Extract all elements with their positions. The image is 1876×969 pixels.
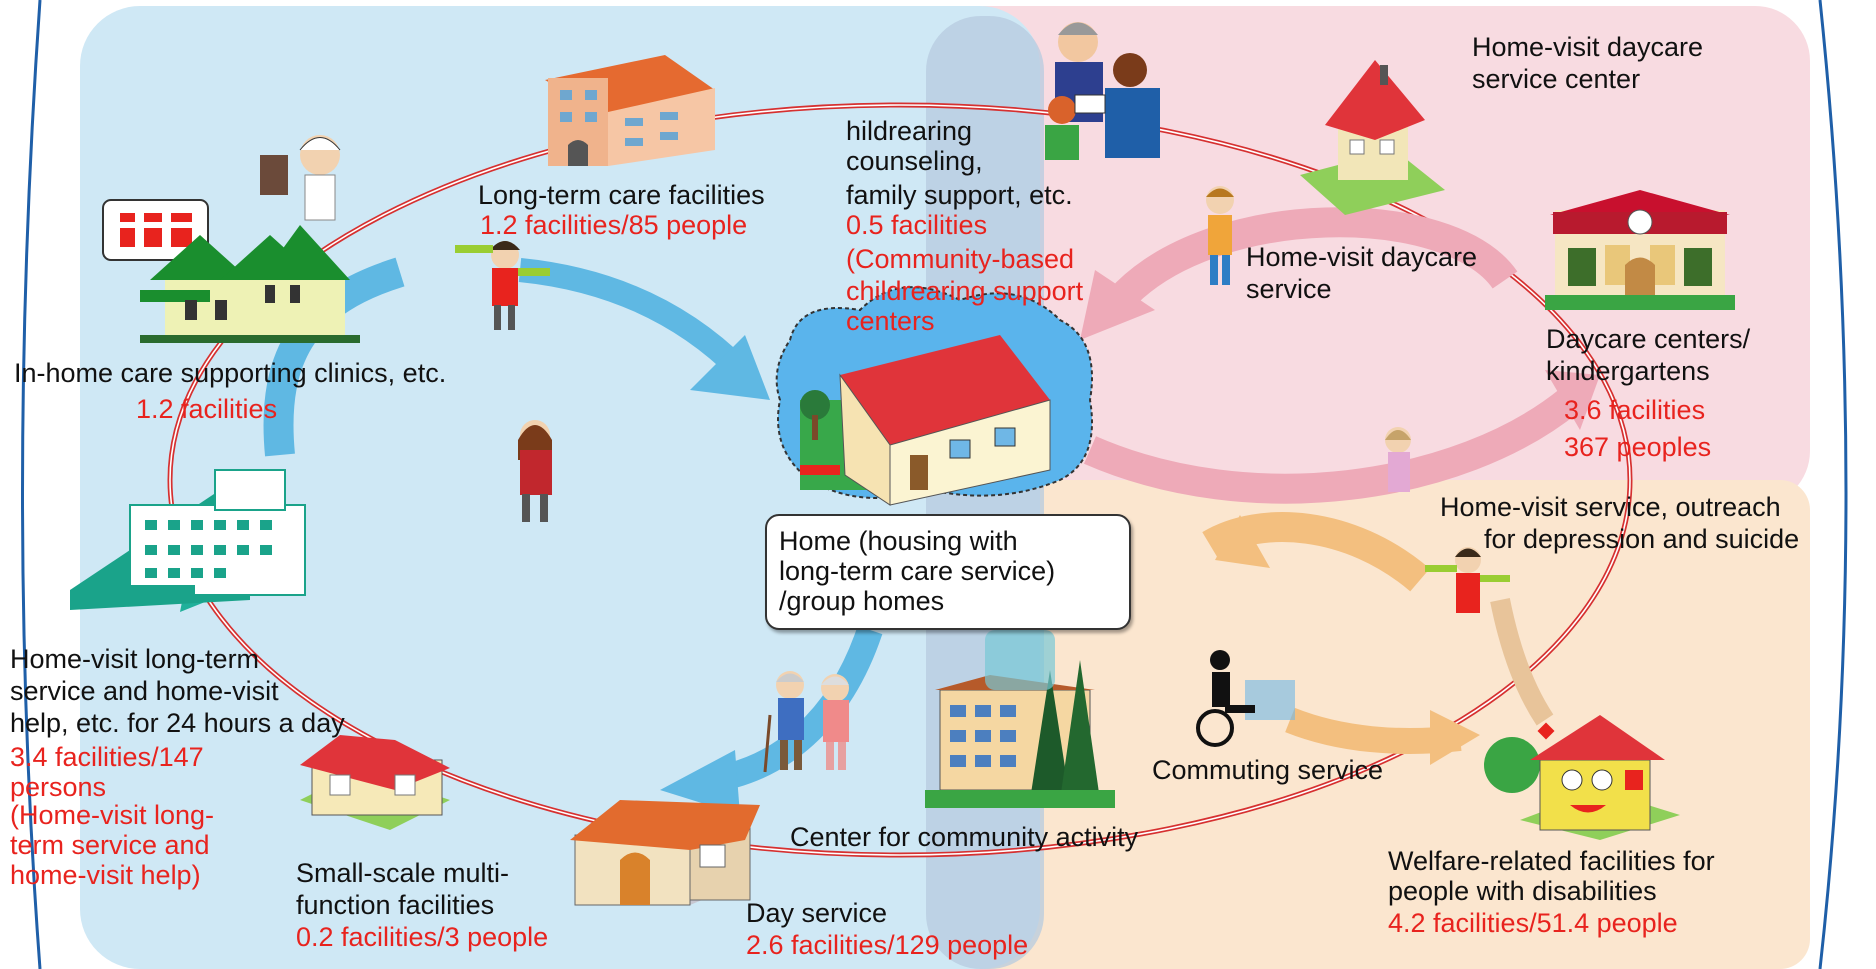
home-visit-24h-label-2: service and home-visit xyxy=(10,676,279,706)
home-visit-24h-label-3: help, etc. for 24 hours a day xyxy=(10,708,345,738)
caregiver-woman-icon xyxy=(518,420,552,522)
counseling-people-icon xyxy=(1045,20,1160,160)
daycare-service-label-2: service xyxy=(1246,274,1332,304)
doctor-icon xyxy=(260,135,341,221)
outreach-label-1: Home-visit service, outreach xyxy=(1440,492,1781,522)
small-scale-stat: 0.2 facilities/3 people xyxy=(296,922,549,952)
clinics-stat: 1.2 facilities xyxy=(136,394,278,424)
kindergarten-label-1: Daycare centers/ xyxy=(1546,324,1751,354)
outer-frame xyxy=(21,0,42,969)
home-line-3: /group homes xyxy=(779,586,945,616)
apartment-building-icon xyxy=(545,55,715,166)
home-box: Home (housing with long-term care servic… xyxy=(765,514,1131,630)
small-scale-label-2: function facilities xyxy=(296,890,495,920)
arrow-kindergarten xyxy=(1083,388,1580,504)
arrow-day-service xyxy=(660,750,740,815)
day-service-stat: 2.6 facilities/129 people xyxy=(746,930,1029,960)
home-visit-24h-stat-3: (Home-visit long- xyxy=(10,800,215,830)
outreach-label-2: for depression and suicide xyxy=(1484,524,1800,554)
daycare-center-label-1: Home-visit daycare xyxy=(1472,32,1704,62)
welfare-label-1: Welfare-related facilities for xyxy=(1388,846,1715,876)
childrearing-stat-3: childrearing support xyxy=(846,276,1084,306)
day-service-label: Day service xyxy=(746,898,888,928)
wheelchair-user-icon xyxy=(1196,650,1295,747)
kindergarten-label-2: kindergartens xyxy=(1546,356,1710,386)
commuting-label: Commuting service xyxy=(1152,755,1384,785)
day-service-house-icon xyxy=(570,800,760,906)
arrow-daycare xyxy=(1108,207,1518,311)
childrearing-stat-1: 0.5 facilities xyxy=(846,210,988,240)
childrearing-stat-4: centers xyxy=(846,306,935,336)
daycare-center-label-2: service center xyxy=(1472,64,1641,94)
home-visit-24h-stat-1: 3.4 facilities/147 xyxy=(10,742,204,772)
home-visit-24h-stat-2: persons xyxy=(10,772,107,802)
long-term-care-stat: 1.2 facilities/85 people xyxy=(480,210,748,240)
arrow-welfare xyxy=(1490,598,1554,726)
welfare-label-2: people with disabilities xyxy=(1388,876,1657,906)
welfare-stat: 4.2 facilities/51.4 people xyxy=(1388,908,1678,938)
childrearing-label-2: counseling, xyxy=(846,146,983,176)
community-center-icon xyxy=(925,630,1115,808)
childrearing-stat-2: (Community-based xyxy=(846,244,1075,274)
kindergarten-stat-2: 367 peoples xyxy=(1564,432,1712,462)
childrearing-label-3: family support, etc. xyxy=(846,180,1073,210)
arrow-home xyxy=(690,335,770,400)
home-visit-24h-stat-5: home-visit help) xyxy=(10,860,201,890)
small-scale-label-1: Small-scale multi- xyxy=(296,858,510,888)
daycare-service-label-1: Home-visit daycare xyxy=(1246,242,1478,272)
disability-facility-house-icon xyxy=(1484,715,1680,840)
child-girl-icon xyxy=(455,241,550,330)
home-house-icon xyxy=(775,286,1093,506)
long-term-care-label: Long-term care facilities xyxy=(478,180,765,210)
childrearing-label-1: hildrearing xyxy=(846,116,973,146)
hospital-building-icon xyxy=(70,469,306,610)
home-visit-24h-label-1: Home-visit long-term xyxy=(10,644,260,674)
kindergarten-stat-1: 3.6 facilities xyxy=(1564,395,1706,425)
elderly-couple-icon xyxy=(763,671,849,773)
kindergarten-icon xyxy=(1545,190,1735,310)
clinic-house-icon xyxy=(102,199,360,343)
home-line-2: long-term care service) xyxy=(779,556,1056,586)
community-center-label: Center for community activity xyxy=(790,822,1139,852)
small-house-icon xyxy=(300,735,450,830)
home-visit-24h-stat-4: term service and xyxy=(10,830,210,860)
clinics-label: In-home care supporting clinics, etc. xyxy=(14,358,447,388)
home-line-1: Home (housing with xyxy=(779,526,1018,556)
daycare-house-icon xyxy=(1300,60,1445,215)
